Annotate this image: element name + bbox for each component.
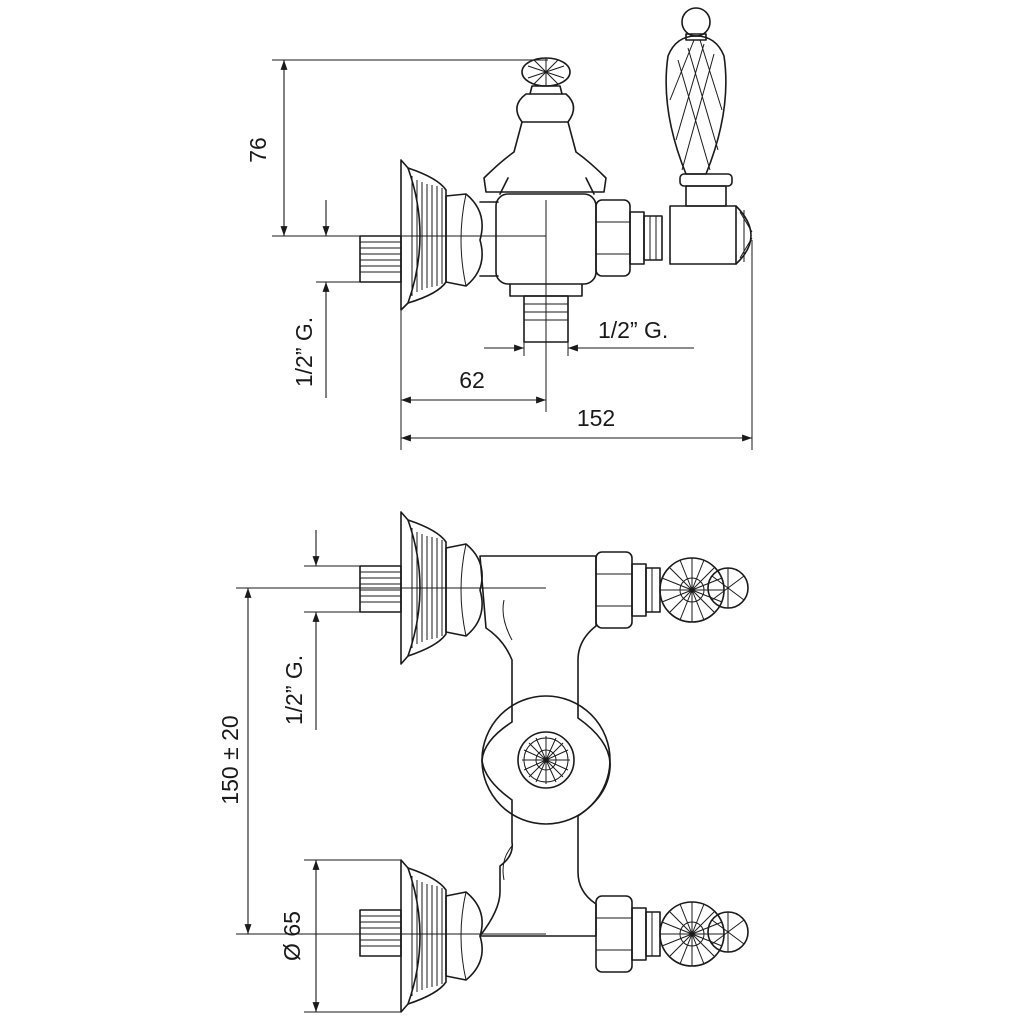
side-bonnet	[483, 57, 607, 193]
total-length-dimension-label: 152	[577, 405, 615, 431]
front-view: 1/2” G. 150 ± 20 Ø 65	[217, 511, 749, 1013]
outlet-offset-dimension-label: 62	[459, 367, 485, 393]
front-lower-hex-nut	[595, 895, 661, 973]
front-upper-flange	[400, 511, 447, 665]
center-distance-dimension-label: 150 ± 20	[217, 715, 243, 804]
front-upper-thread	[359, 565, 402, 613]
side-crystal-lever	[665, 7, 727, 175]
front-lower-flange	[400, 859, 447, 1013]
front-upper-crystal-knob	[659, 557, 749, 623]
side-eccentric-nut	[445, 193, 483, 287]
front-upper-hex-nut	[595, 551, 661, 629]
front-lower-crystal-knob	[659, 901, 749, 967]
front-diverter-rosette	[517, 731, 575, 789]
front-valve-body	[479, 555, 611, 937]
height-dimension-label: 76	[245, 137, 271, 163]
side-inlet-thread-label: 1/2” G.	[291, 317, 317, 387]
side-view: 76 1/2” G. 1/2” G. 62 152	[245, 7, 753, 450]
side-wall-flange	[400, 159, 447, 311]
side-outlet-thread-label: 1/2” G.	[598, 317, 668, 343]
front-lower-thread	[359, 909, 402, 957]
side-handle-block	[669, 173, 753, 265]
side-inlet-thread	[359, 235, 402, 283]
side-hex-nut	[595, 199, 663, 277]
flange-diameter-dimension-label: Ø 65	[279, 911, 305, 961]
front-thread-label: 1/2” G.	[281, 655, 307, 725]
